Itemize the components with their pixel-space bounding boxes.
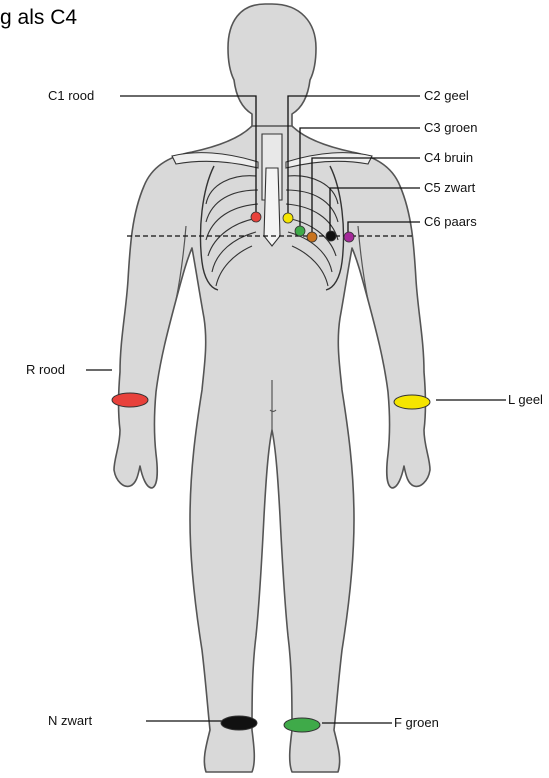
label-f: F groen <box>394 715 439 730</box>
label-n: N zwart <box>48 713 92 728</box>
electrode-l <box>394 395 430 409</box>
electrode-c4 <box>307 232 317 242</box>
electrode-n <box>221 716 257 730</box>
head <box>228 4 316 128</box>
limb-electrodes <box>112 393 430 732</box>
label-r: R rood <box>26 362 65 377</box>
sternum <box>264 168 280 246</box>
label-c6: C6 paars <box>424 214 477 229</box>
electrode-c6 <box>344 232 354 242</box>
label-c3: C3 groen <box>424 120 477 135</box>
electrode-f <box>284 718 320 732</box>
label-l: L geel <box>508 392 543 407</box>
label-c5: C5 zwart <box>424 180 476 195</box>
electrode-c1 <box>251 212 261 222</box>
electrode-c2 <box>283 213 293 223</box>
label-c4: C4 bruin <box>424 150 473 165</box>
label-c2: C2 geel <box>424 88 469 103</box>
electrode-r <box>112 393 148 407</box>
electrode-c3 <box>295 226 305 236</box>
label-c1: C1 rood <box>48 88 94 103</box>
electrode-c5 <box>326 231 336 241</box>
